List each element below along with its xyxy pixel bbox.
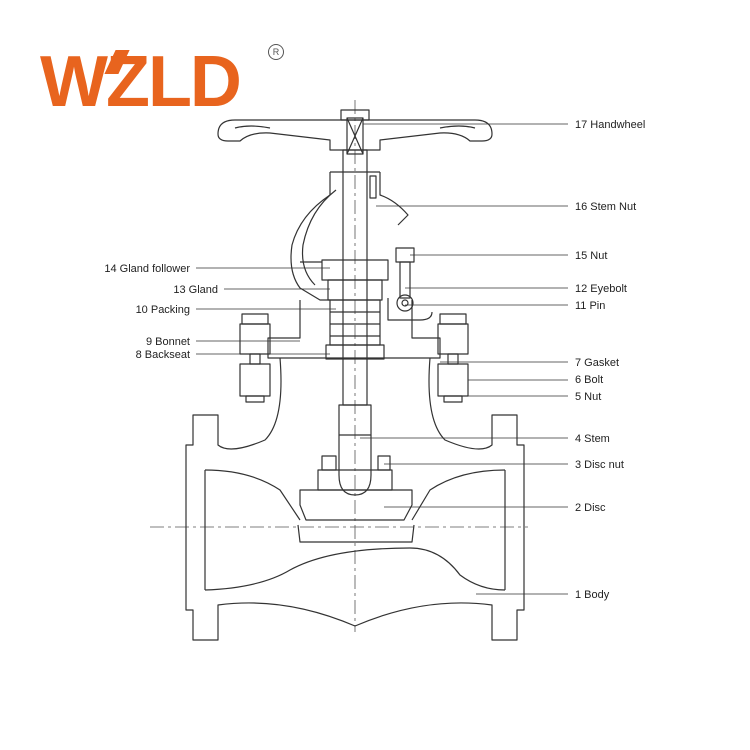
left-labels: 14 Gland follower 13 Gland 10 Packing 9 …	[104, 263, 218, 361]
label-backseat: 8 Backseat	[136, 349, 190, 361]
label-stem-nut: 16 Stem Nut	[575, 201, 636, 213]
brand-logo: WZLD R	[40, 44, 285, 120]
eyebolt-assembly	[387, 247, 433, 321]
label-bonnet: 9 Bonnet	[146, 336, 190, 348]
handwheel	[217, 109, 493, 155]
label-nut-15: 15 Nut	[575, 250, 607, 262]
right-bolt	[437, 313, 469, 403]
leader-lines	[196, 123, 568, 595]
centerlines	[150, 100, 528, 632]
right-labels: 17 Handwheel 16 Stem Nut 15 Nut 12 Eyebo…	[575, 119, 645, 601]
label-packing: 10 Packing	[136, 304, 190, 316]
left-bolt	[239, 313, 271, 403]
label-disc: 2 Disc	[575, 502, 606, 514]
stem	[338, 149, 372, 496]
registered-mark: R	[268, 44, 284, 60]
label-stem: 4 Stem	[575, 433, 610, 445]
label-pin: 11 Pin	[575, 300, 605, 312]
label-nut-5: 5 Nut	[575, 391, 601, 403]
label-eyebolt: 12 Eyebolt	[575, 283, 627, 295]
valve-body	[185, 357, 525, 641]
gland-assembly	[300, 259, 389, 301]
label-handwheel: 17 Handwheel	[575, 119, 645, 131]
disc-assembly	[299, 455, 413, 521]
logo-text: WZLD	[40, 42, 242, 122]
label-gasket: 7 Gasket	[575, 357, 619, 369]
label-body: 1 Body	[575, 589, 610, 601]
label-bolt: 6 Bolt	[575, 374, 603, 386]
label-gland: 13 Gland	[173, 284, 218, 296]
label-gland-follower: 14 Gland follower	[104, 263, 190, 275]
bonnet	[267, 299, 441, 360]
label-disc-nut: 3 Disc nut	[575, 459, 624, 471]
yoke	[290, 171, 409, 301]
